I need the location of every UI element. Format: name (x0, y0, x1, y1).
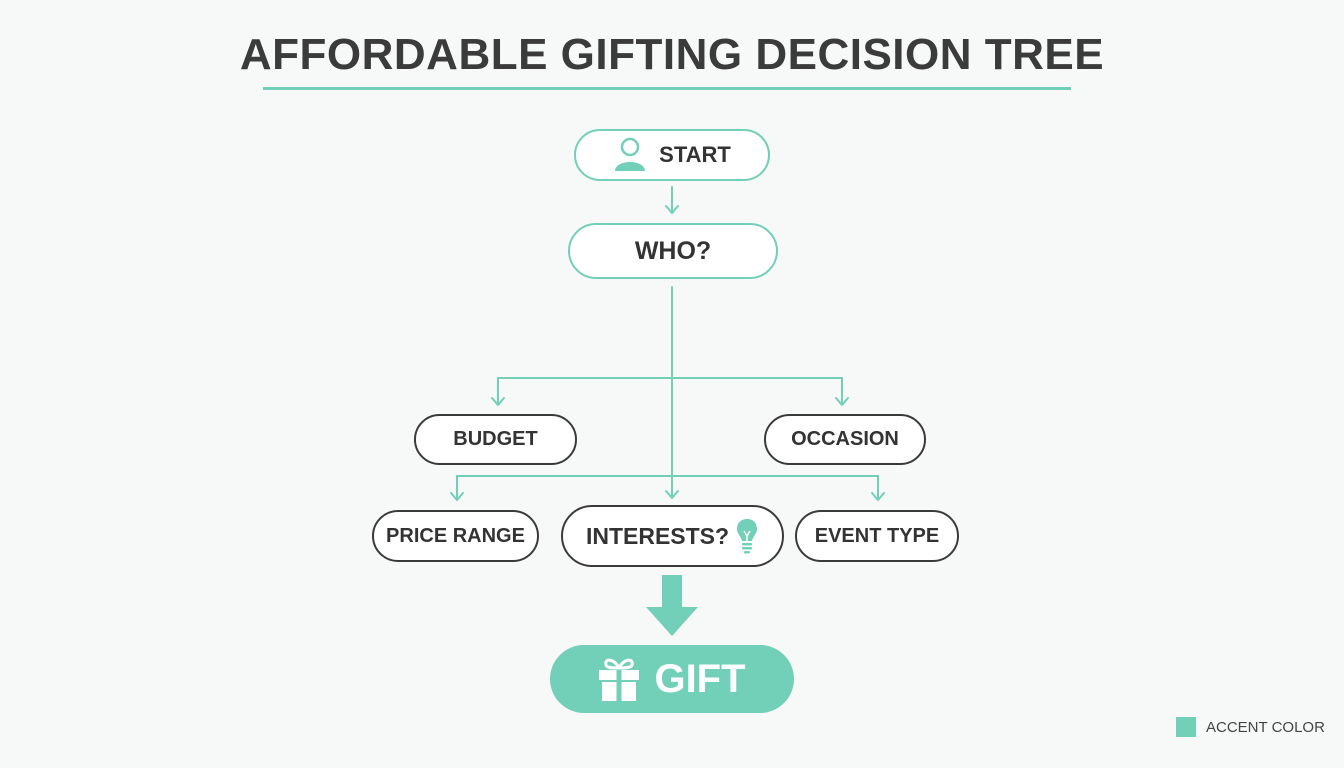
arrowhead-who (665, 205, 679, 214)
person-icon (613, 137, 647, 173)
arrowhead-occasion (835, 397, 849, 406)
big-arrow-to-gift (646, 575, 698, 636)
legend-label: ACCENT COLOR (1206, 718, 1325, 736)
arrowhead-budget (491, 397, 505, 406)
gift-icon (598, 656, 640, 702)
title-underline (263, 87, 1071, 90)
start-label: START (659, 142, 731, 167)
interests-label: INTERESTS? (585, 522, 730, 549)
budget-label: BUDGET (453, 428, 538, 450)
arrowhead-interests (665, 490, 679, 499)
gift-label: GIFT (654, 656, 746, 701)
price-range-node: PRICE RANGE (372, 510, 539, 562)
event-type-label: EVENT TYPE (814, 524, 940, 547)
who-label: WHO? (634, 236, 712, 265)
diagram-title: AFFORDABLE GIFTING DECISION TREE (239, 30, 1105, 79)
price-range-label: PRICE RANGE (386, 524, 525, 547)
interests-node: INTERESTS? (561, 505, 784, 567)
occasion-label: OCCASION (791, 428, 899, 450)
occasion-node: OCCASION (764, 414, 926, 465)
legend: ACCENT COLOR (1176, 717, 1325, 737)
event-type-node: EVENT TYPE (795, 510, 959, 562)
legend-swatch (1176, 717, 1196, 737)
gift-node: GIFT (550, 645, 794, 713)
arrowhead-event-type (871, 492, 885, 501)
arrowhead-price-range (450, 492, 464, 501)
budget-node: BUDGET (414, 414, 577, 465)
who-node: WHO? (568, 223, 778, 279)
start-node: START (574, 129, 770, 181)
lightbulb-icon (735, 517, 759, 555)
